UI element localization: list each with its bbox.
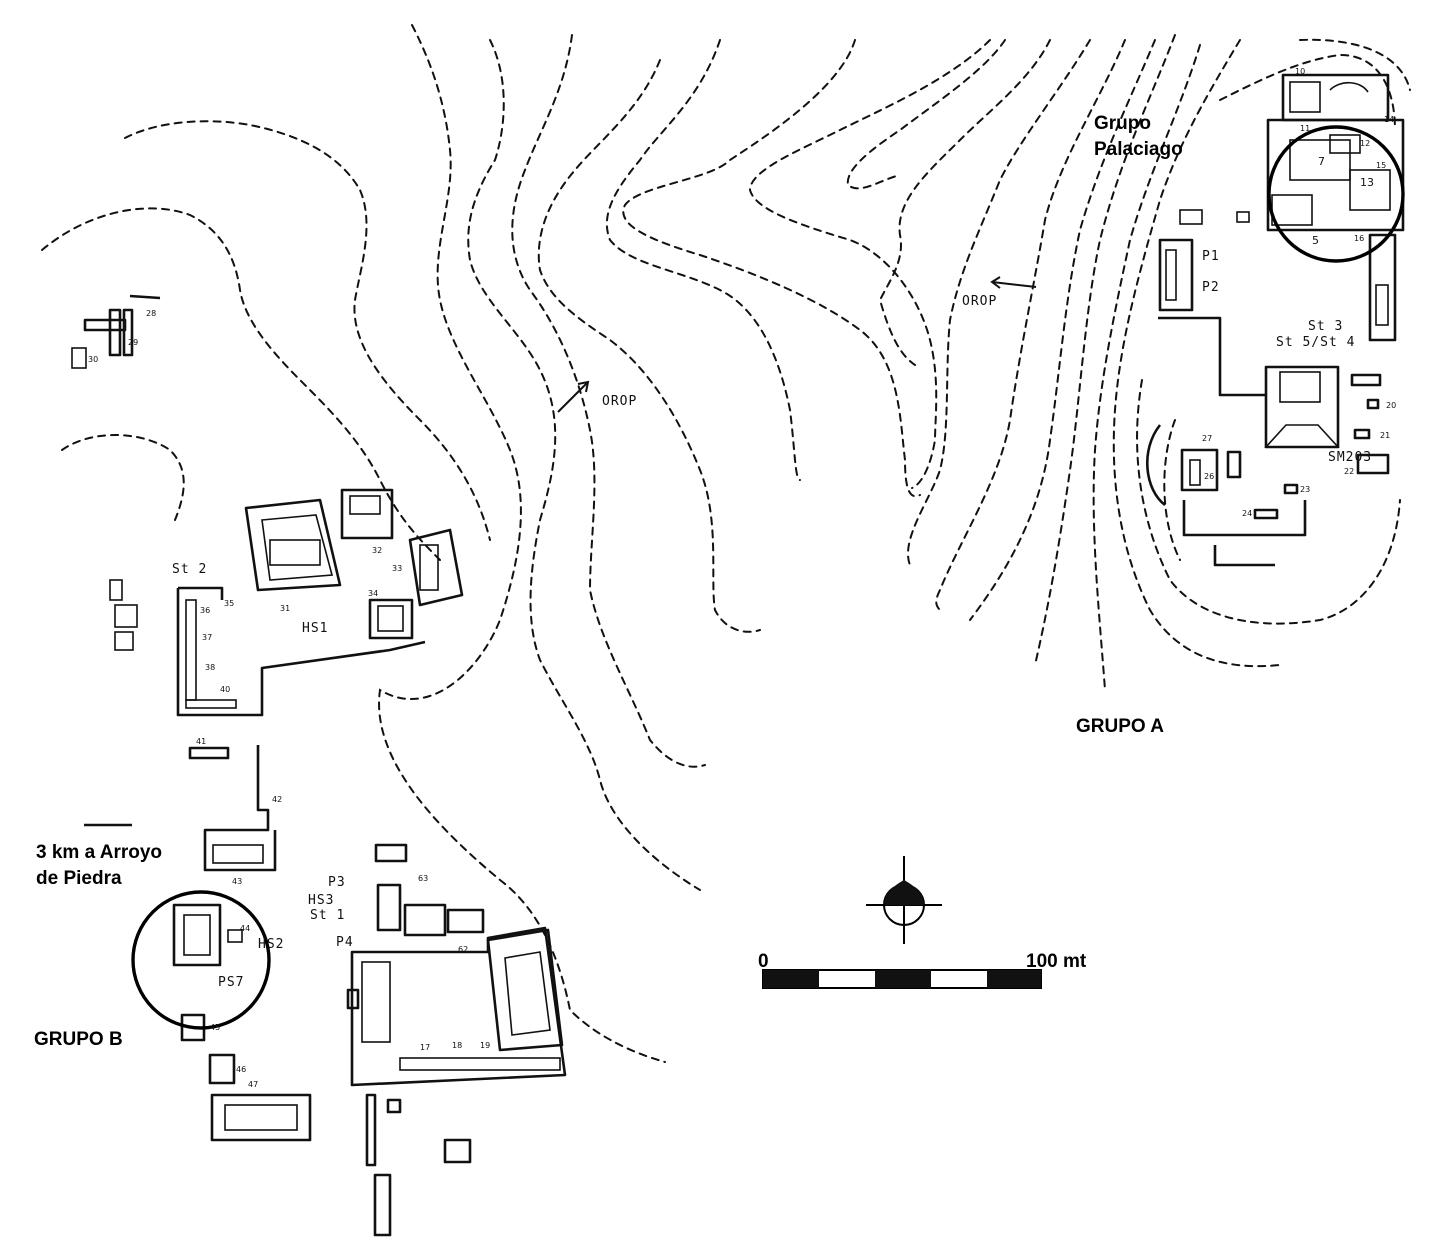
structure-19-label: 19 [480, 1041, 490, 1050]
arroyo-label-2: de Piedra [36, 868, 122, 889]
grupo-a-label: GRUPO A [1076, 716, 1164, 737]
sm203-label: SM203 [1328, 450, 1372, 465]
scale-zero-label: 0 [758, 951, 769, 972]
structure-18-label: 18 [452, 1041, 462, 1050]
structure-31-label: 31 [280, 604, 290, 613]
drop-arrow-2 [990, 276, 1037, 289]
structure-22-label: 22 [1344, 467, 1354, 476]
hs3-label: HS3 [308, 893, 334, 908]
structure-21-label: 21 [1380, 431, 1390, 440]
grupo-b-highlight-circle [131, 890, 271, 1030]
structure-40-label: 40 [220, 685, 230, 694]
structure-14-label: 14 [1384, 115, 1394, 124]
stela-3-label: St 3 [1308, 319, 1343, 334]
p4-label: P4 [336, 935, 354, 950]
structure-26-label: 26 [1204, 472, 1214, 481]
structure-44-label: 44 [240, 924, 250, 933]
structure-13-label: 13 [1360, 176, 1374, 189]
south-plaza-structures [346, 843, 567, 1237]
p1-label: P1 [1202, 249, 1220, 264]
structure-62-label: 62 [458, 945, 468, 954]
structure-17-label: 17 [420, 1043, 430, 1052]
structure-15-label: 15 [1376, 161, 1386, 170]
hs1-label: HS1 [302, 621, 328, 636]
structure-43-label: 43 [232, 877, 242, 886]
structure-20-label: 20 [1386, 401, 1396, 410]
structure-11-label: 11 [1300, 124, 1310, 133]
structure-45-label: 45 [210, 1023, 220, 1032]
hs2-label: HS2 [258, 937, 284, 952]
plaza-west-structures [109, 488, 464, 872]
north-arrow-icon [866, 856, 942, 944]
structure-33-label: 33 [392, 564, 402, 573]
grupo-palaciago-structures [1146, 73, 1405, 567]
structure-37-label: 37 [202, 633, 212, 642]
structure-41-label: 41 [196, 737, 206, 746]
structure-28-label: 28 [146, 309, 156, 318]
drop-label-2: OROP [962, 294, 997, 309]
structure-24-label: 24 [1242, 509, 1252, 518]
palaciago-highlight-circle [1267, 125, 1405, 263]
p3-label: P3 [328, 875, 346, 890]
structure-12-label: 12 [1360, 139, 1370, 148]
stela-5-4-label: St 5/St 4 [1276, 335, 1355, 350]
structure-34-label: 34 [368, 589, 378, 598]
arroyo-label-1: 3 km a Arroyo [36, 842, 162, 863]
structure-10-label: 10 [1295, 67, 1305, 76]
structure-38-label: 38 [205, 663, 215, 672]
structure-46-label: 46 [236, 1065, 246, 1074]
drop-arrow-1 [557, 380, 590, 413]
scale-max-label: 100 mt [1026, 951, 1087, 972]
northwest-structures [71, 294, 161, 369]
structure-27-label: 27 [1202, 434, 1212, 443]
structure-47-label: 47 [248, 1080, 258, 1089]
p2-label: P2 [1202, 280, 1220, 295]
structure-32-label: 32 [372, 546, 382, 555]
structure-29-label: 29 [128, 338, 138, 347]
structure-23-label: 23 [1300, 485, 1310, 494]
drop-label-1: OROP [602, 394, 637, 409]
grupo-palaciago-label-1: Grupo [1094, 113, 1151, 134]
structure-35-label: 35 [224, 599, 234, 608]
structure-30-label: 30 [88, 355, 98, 364]
structure-5-label: 5 [1312, 234, 1319, 247]
structure-36-label: 36 [200, 606, 210, 615]
contour-lines [41, 24, 1411, 1063]
stela-2-label: St 2 [172, 562, 207, 577]
structure-16-label: 16 [1354, 234, 1364, 243]
grupo-b-label: GRUPO B [34, 1029, 123, 1050]
grupo-palaciago-label-2: Palaciago [1094, 139, 1183, 160]
scale-bar [762, 969, 1042, 989]
grupo-b-structures [172, 903, 312, 1142]
ps7-label: PS7 [218, 975, 244, 990]
structure-63-label: 63 [418, 874, 428, 883]
structure-42-label: 42 [272, 795, 282, 804]
stela-1-label: St 1 [310, 908, 345, 923]
structure-7-label: 7 [1318, 155, 1325, 168]
